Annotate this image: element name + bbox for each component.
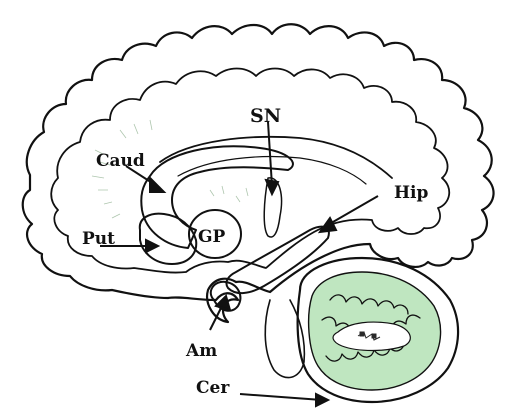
label-hip: Hip (394, 183, 429, 203)
putamen (140, 214, 196, 264)
hip-arrow (326, 196, 378, 226)
cerebral-cortex (23, 24, 494, 322)
label-caud: Caud (96, 151, 145, 171)
cer-arrow (240, 394, 322, 400)
label-sn: SN (250, 105, 281, 127)
label-am: Am (185, 341, 217, 361)
corpus-callosum-arc (160, 137, 392, 184)
cer-arrowhead (316, 394, 328, 406)
label-cer: Cer (196, 378, 230, 398)
caud-arrowhead (150, 178, 164, 192)
hip-arrowhead (320, 218, 336, 232)
sn-arrowhead (266, 180, 278, 194)
label-gp: GP (198, 227, 226, 247)
cerebellum (298, 258, 458, 402)
sn-arrow (268, 122, 272, 186)
put-arrowhead (146, 240, 158, 252)
label-put: Put (82, 229, 115, 249)
